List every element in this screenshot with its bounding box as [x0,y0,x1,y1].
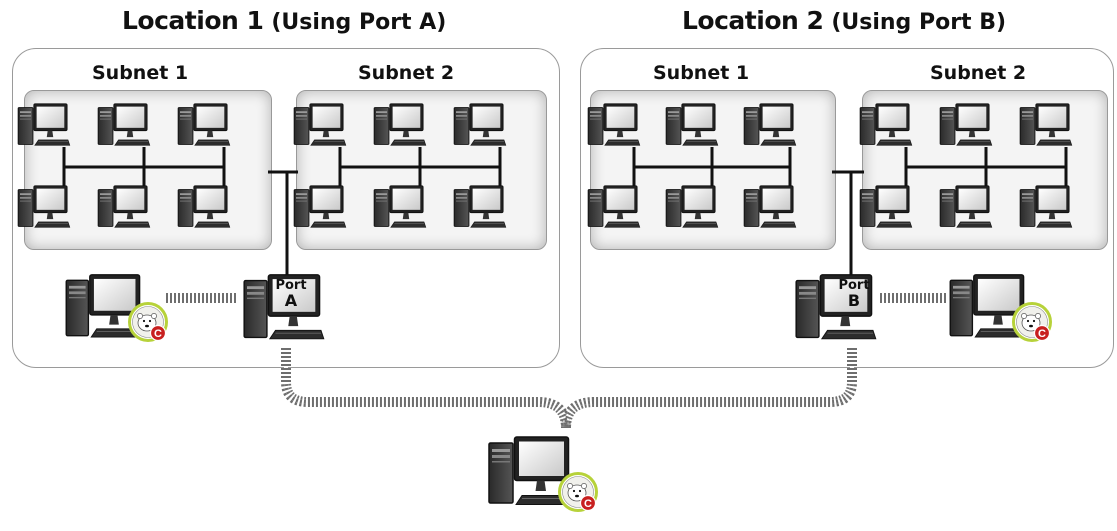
workstation-computer-icon [372,102,428,150]
polar-bear-c-badge-icon: C [558,472,598,512]
workstation-computer-icon [664,184,720,232]
port-b-router-icon [790,272,882,346]
location-1-subnet-1-label: Subnet 1 [92,62,189,84]
location-1-backup-server-icon [62,272,148,344]
port-a-router-icon [238,272,330,346]
workstation-computer-icon [16,102,72,150]
workstation-computer-icon [938,102,994,150]
workstation-computer-icon [372,184,428,232]
central-backup-server-icon [484,434,578,512]
location-2-title: Location 2 (Using Port B) [682,6,1007,35]
workstation-computer-icon [176,184,232,232]
polar-bear-c-badge-icon: C [128,302,168,342]
workstation-computer-icon [938,184,994,232]
location-1-subnet-2-label: Subnet 2 [358,62,455,84]
workstation-computer-icon [1018,102,1074,150]
workstation-computer-icon [742,184,798,232]
svg-text:C: C [154,328,162,340]
workstation-computer-icon [742,102,798,150]
svg-text:C: C [1038,328,1046,340]
workstation-computer-icon [586,184,642,232]
workstation-computer-icon [858,102,914,150]
workstation-computer-icon [452,102,508,150]
workstation-computer-icon [96,102,152,150]
workstation-computer-icon [292,184,348,232]
location-2-backup-server-icon [946,272,1032,344]
workstation-computer-icon [176,102,232,150]
workstation-computer-icon [1018,184,1074,232]
workstation-computer-icon [664,102,720,150]
location-2-subnet-2-label: Subnet 2 [930,62,1027,84]
workstation-computer-icon [292,102,348,150]
workstation-computer-icon [16,184,72,232]
workstation-computer-icon [96,184,152,232]
polar-bear-c-badge-icon: C [1012,302,1052,342]
workstation-computer-icon [586,102,642,150]
location-1-title: Location 1 (Using Port A) [122,6,447,35]
location-2-subnet-1-label: Subnet 1 [653,62,750,84]
svg-text:C: C [584,498,592,510]
workstation-computer-icon [858,184,914,232]
workstation-computer-icon [452,184,508,232]
